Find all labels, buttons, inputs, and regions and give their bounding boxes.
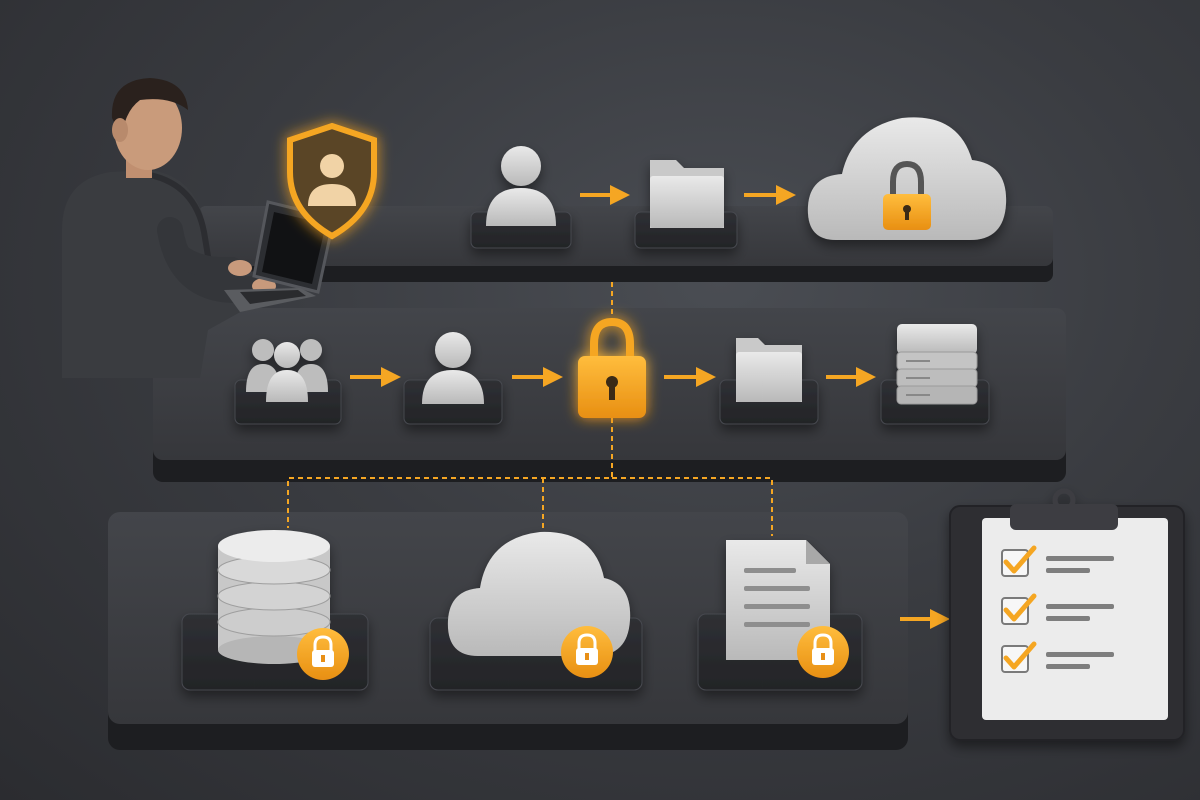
user-shield-icon <box>287 122 377 240</box>
tier-2-node-folder <box>719 338 819 425</box>
checklist-items <box>1001 545 1114 673</box>
person-with-laptop <box>62 78 336 378</box>
tier-3-node-document <box>697 540 863 691</box>
database-lock-icon <box>217 530 349 680</box>
server-stack-icon <box>896 324 978 405</box>
checkbox-icon <box>1001 645 1029 673</box>
checklist-line <box>1046 556 1114 561</box>
tier-2-node-group <box>234 339 342 425</box>
checklist-line <box>1046 652 1114 657</box>
checklist-row <box>1001 641 1114 673</box>
lock-badge-icon <box>561 626 613 678</box>
document-lock-icon <box>726 540 849 678</box>
lock-badge-icon <box>297 628 349 680</box>
tier-3-node-cloud <box>429 531 643 691</box>
checkmark-icon <box>1003 641 1037 670</box>
checklist-row <box>1001 545 1114 577</box>
tier-1-node-user <box>470 146 572 249</box>
checkbox-icon <box>1001 549 1029 577</box>
checkmark-icon <box>1003 593 1037 622</box>
checklist-row <box>1001 593 1114 625</box>
cloud-lock-icon <box>807 117 1007 240</box>
user-group-icon <box>246 339 328 402</box>
checklist-clipboard-icon <box>949 488 1185 741</box>
folder-icon <box>650 160 724 228</box>
checklist-line <box>1046 604 1114 609</box>
dashed-connectors <box>287 282 773 536</box>
checkbox-icon <box>1001 597 1029 625</box>
folder-icon <box>736 338 802 402</box>
tier-2-node-server <box>880 324 990 425</box>
padlock-icon <box>883 160 931 230</box>
tier-2-node-user <box>403 332 503 425</box>
tier-3-node-database <box>181 530 369 691</box>
lock-badge-icon <box>797 626 849 678</box>
checkmark-icon <box>1003 545 1037 574</box>
checklist-line <box>1046 616 1090 621</box>
user-icon <box>422 332 484 404</box>
cloud-lock-icon <box>447 531 631 678</box>
checklist-line <box>1046 568 1090 573</box>
tier-1-node-folder <box>634 160 738 249</box>
user-icon <box>486 146 556 226</box>
central-padlock-icon <box>578 317 646 418</box>
checklist-line <box>1046 664 1090 669</box>
